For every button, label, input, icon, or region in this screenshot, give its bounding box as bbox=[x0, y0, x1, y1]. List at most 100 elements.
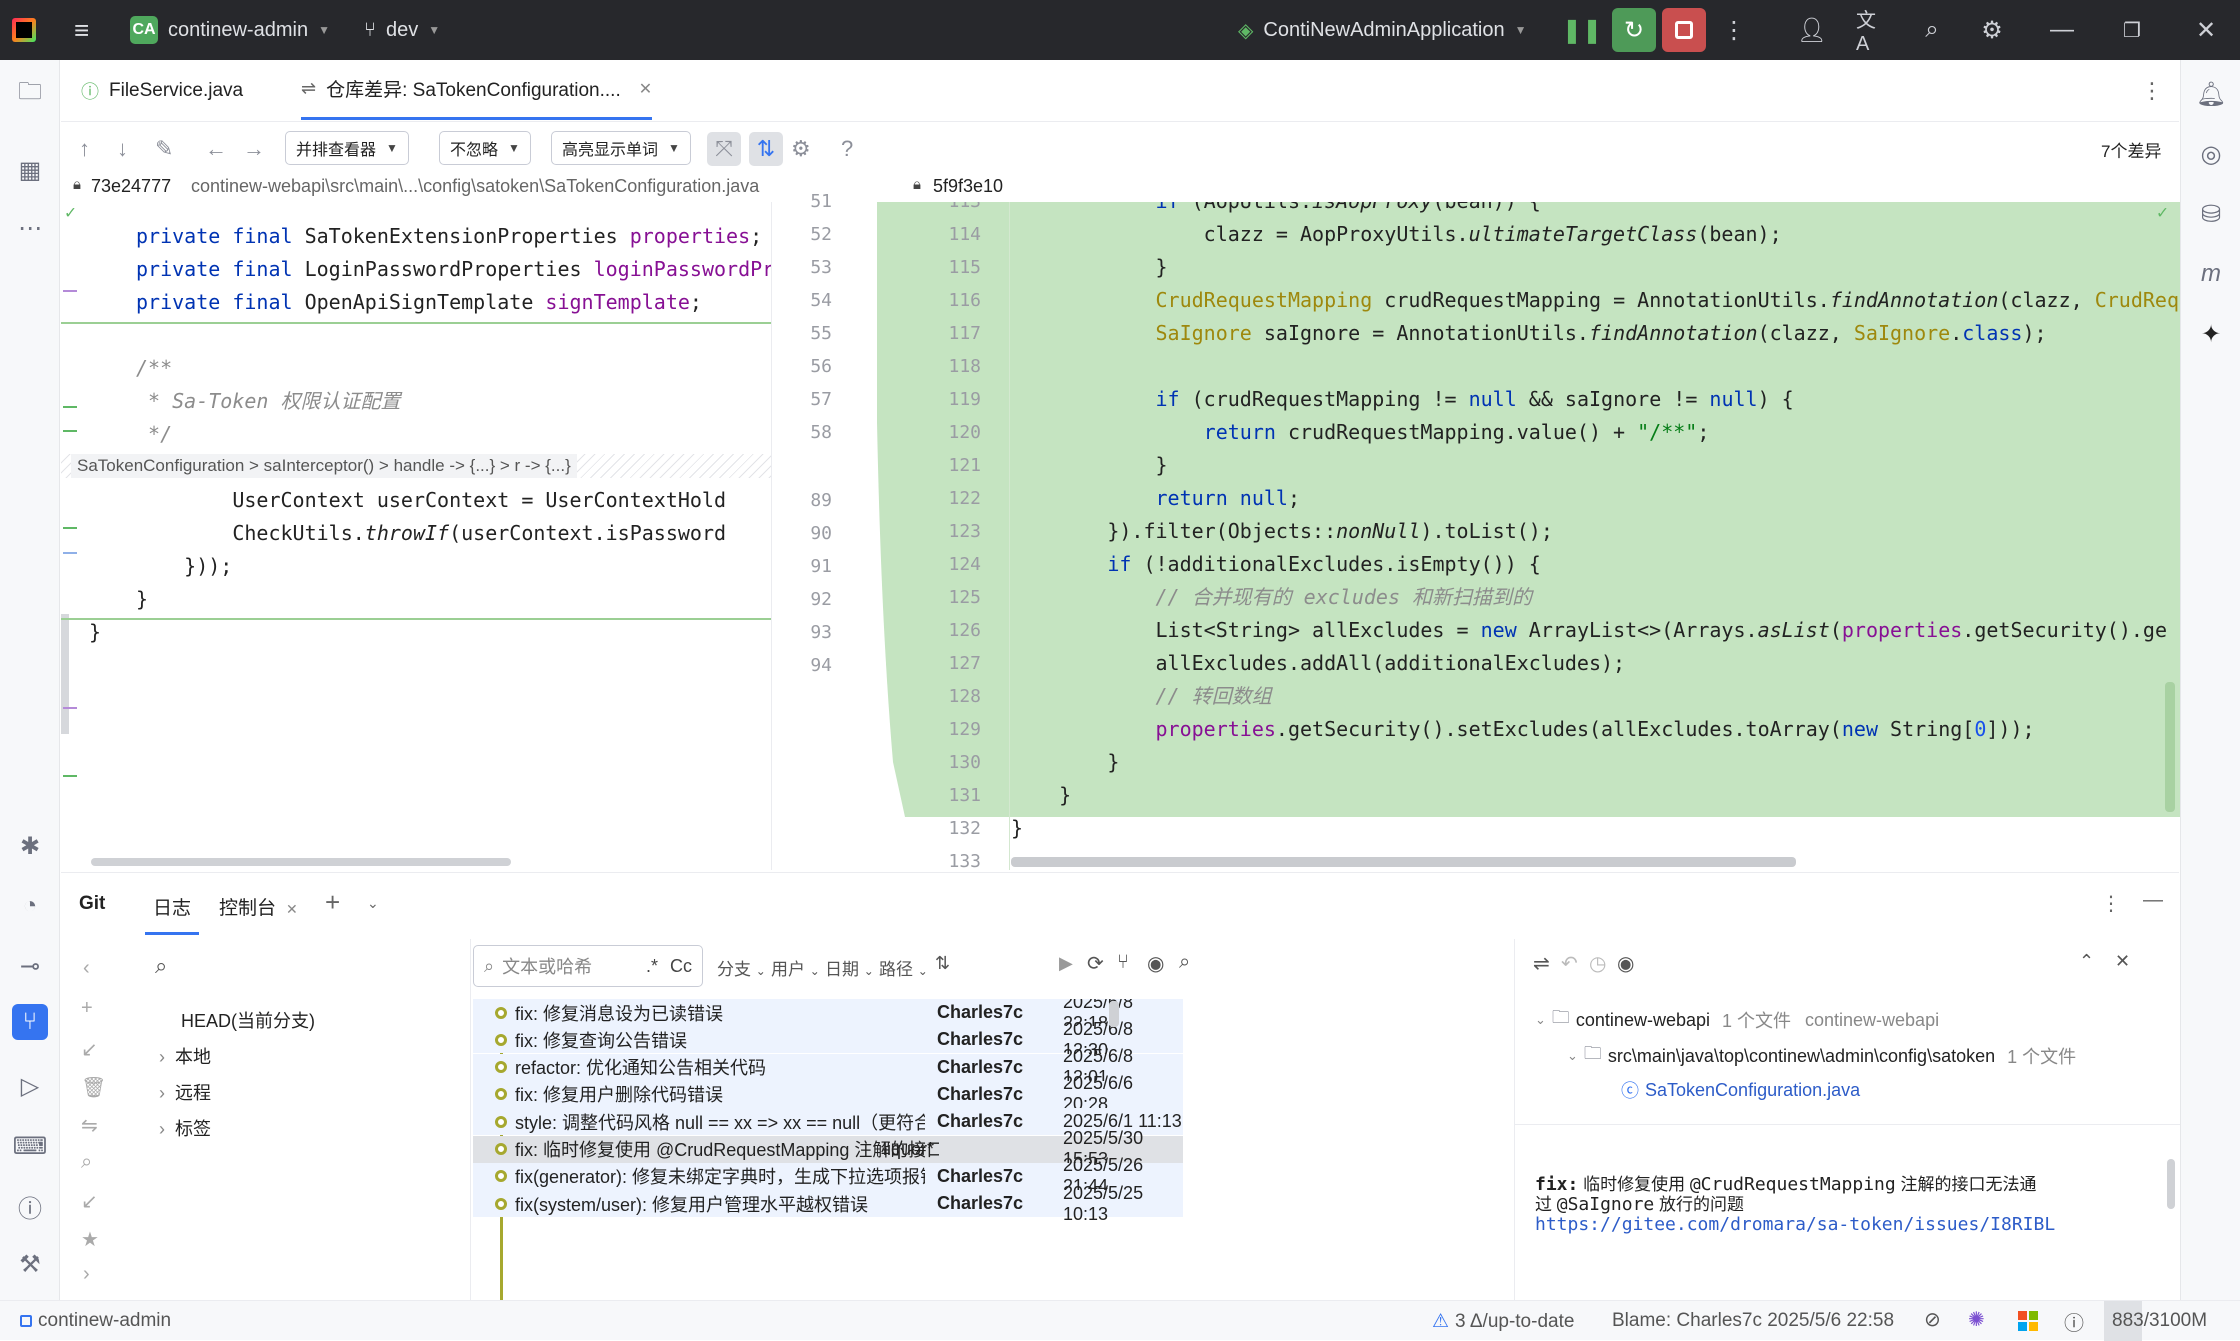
user-icon[interactable]: 👤︎ bbox=[1796, 16, 1828, 44]
run-config-selector[interactable]: ◈ ContiNewAdminApplication ▼ bbox=[1238, 0, 1527, 60]
restore-icon[interactable]: ❐ bbox=[2123, 19, 2141, 42]
sync-scroll-icon[interactable]: ⇅ bbox=[749, 132, 783, 166]
viewer-dropdown[interactable]: 并排查看器▼ bbox=[285, 131, 409, 165]
collapse-left-icon[interactable]: ‹ bbox=[83, 957, 90, 979]
right-code-pane[interactable]: 1131141151161171181191201211221231241251… bbox=[871, 202, 2180, 870]
main-menu-icon[interactable]: ≡ bbox=[74, 14, 90, 45]
highlight-dropdown[interactable]: 高亮显示单词▼ bbox=[551, 131, 691, 165]
branch-selector[interactable]: ⑂ dev ▼ bbox=[364, 0, 440, 60]
tab-log[interactable]: 日志 bbox=[145, 873, 200, 935]
services-icon[interactable]: ◔ bbox=[22, 892, 38, 919]
regex-toggle[interactable]: .* bbox=[646, 955, 659, 976]
filter-branch[interactable]: 分支 ⌄ bbox=[717, 955, 766, 980]
close-tab-icon[interactable]: ✕ bbox=[286, 901, 298, 917]
branch-remote[interactable]: ›远程 bbox=[159, 1079, 211, 1105]
left-h-scrollbar[interactable] bbox=[91, 858, 511, 866]
eye-icon[interactable]: ◉ bbox=[1617, 953, 1635, 975]
diff-settings-icon[interactable]: ⚙ bbox=[791, 136, 811, 161]
close-window-icon[interactable]: ✕ bbox=[2195, 16, 2217, 44]
pause-icon[interactable]: ❚❚ bbox=[1561, 16, 1603, 44]
database-icon[interactable]: ⛁ bbox=[2200, 200, 2222, 228]
filter-user[interactable]: 用户 ⌄ bbox=[771, 955, 820, 980]
cherry-pick-icon[interactable]: ▶ bbox=[1059, 953, 1073, 973]
project-selector[interactable]: CA continew-admin ▼ bbox=[130, 0, 330, 60]
commit-row[interactable]: style: 调整代码风格 null == xx => xx == null（更… bbox=[473, 1108, 1183, 1136]
prev-diff-icon[interactable]: ↑ bbox=[79, 136, 90, 161]
show-diff-icon[interactable]: ⇌ bbox=[1533, 953, 1550, 975]
right-h-scrollbar[interactable] bbox=[1011, 857, 1796, 867]
help-icon[interactable]: ? bbox=[841, 136, 854, 161]
graph-options-icon[interactable]: ⑂ bbox=[1117, 951, 1129, 973]
commit-icon[interactable]: ⊸ bbox=[19, 952, 41, 980]
collapse-unchanged-icon[interactable]: ⤧ bbox=[707, 132, 741, 166]
ignore-dropdown[interactable]: 不忽略▼ bbox=[439, 131, 531, 165]
problems-icon[interactable]: ⓘ bbox=[18, 1195, 42, 1223]
project-folder-icon[interactable]: 🗀︎ bbox=[18, 77, 42, 105]
tab-console[interactable]: 控制台✕ bbox=[219, 893, 298, 920]
more-tools-icon[interactable]: ⋯ bbox=[18, 214, 42, 242]
sort-icon[interactable]: ⇅ bbox=[935, 953, 951, 973]
compare-icon[interactable]: ⇋ bbox=[81, 1115, 98, 1137]
gradle-icon[interactable]: ✦ bbox=[2200, 320, 2222, 348]
update-icon[interactable]: ↙ bbox=[81, 1039, 98, 1061]
issue-link[interactable]: https://gitee.com/dromara/sa-token/issue… bbox=[1535, 1214, 2056, 1235]
chevron-down-icon[interactable]: ⌄ bbox=[367, 895, 379, 911]
status-vcs[interactable]: ⚠ 3 Δ/up-to-date bbox=[1432, 1310, 1574, 1333]
expand-all-icon[interactable]: ⌃ bbox=[2079, 951, 2095, 971]
filter-path[interactable]: 路径 ⌄ bbox=[879, 955, 928, 980]
run-icon[interactable]: ▷ bbox=[20, 1072, 40, 1100]
translate-icon[interactable]: 文A bbox=[1856, 10, 1876, 55]
minimize-icon[interactable]: — bbox=[2050, 16, 2074, 43]
collapse-all-icon[interactable]: ✕ bbox=[2115, 951, 2131, 971]
git-icon[interactable]: ⑂ bbox=[12, 1004, 48, 1040]
tree-file[interactable]: ⓒ SaTokenConfiguration.java bbox=[1621, 1077, 1860, 1103]
tree-folder[interactable]: ⌄ 🗀︎ src\main\java\top\continew\admin\co… bbox=[1567, 1041, 2076, 1071]
branch-head[interactable]: HEAD(当前分支) bbox=[181, 1011, 315, 1031]
windows-icon[interactable] bbox=[2018, 1311, 2038, 1331]
filter-date[interactable]: 日期 ⌄ bbox=[825, 955, 874, 980]
hide-panel-icon[interactable]: — bbox=[2143, 889, 2163, 911]
expand-icon[interactable]: › bbox=[83, 1263, 90, 1285]
ai-assistant-icon[interactable]: ◎ bbox=[2200, 140, 2222, 168]
view-options-icon[interactable]: ◉ bbox=[1147, 953, 1165, 975]
commit-list-scrollbar[interactable] bbox=[1109, 1001, 1119, 1027]
refresh-icon[interactable]: ⟳ bbox=[1087, 953, 1104, 975]
status-project[interactable]: continew-admin bbox=[20, 1310, 171, 1332]
branch-tags[interactable]: ›标签 bbox=[159, 1115, 211, 1141]
status-blame[interactable]: Blame: Charles7c 2025/5/6 22:58 bbox=[1612, 1310, 1895, 1331]
next-diff-icon[interactable]: ↓ bbox=[117, 136, 128, 161]
tab-repo-diff[interactable]: ⇌ 仓库差异: SaTokenConfiguration.... ✕ bbox=[301, 60, 653, 120]
forward-icon[interactable]: → bbox=[243, 136, 265, 161]
favorite-icon[interactable]: ★ bbox=[81, 1229, 99, 1251]
back-icon[interactable]: ← bbox=[205, 136, 227, 161]
no-inspection-icon[interactable]: ⊘ bbox=[1924, 1309, 1941, 1331]
add-tab-icon[interactable]: + bbox=[325, 887, 341, 917]
history-icon[interactable]: ◷ bbox=[1589, 953, 1607, 975]
terminal-icon[interactable]: ⌨ bbox=[12, 1132, 48, 1160]
build-icon[interactable]: ⚒ bbox=[19, 1250, 41, 1278]
tree-module[interactable]: ⌄ 🗀︎ continew-webapi 1 个文件 continew-weba… bbox=[1535, 1005, 1939, 1035]
settings-icon[interactable]: ⚙ bbox=[1981, 16, 2003, 44]
maven-icon[interactable]: m bbox=[2201, 260, 2221, 287]
delete-icon[interactable]: 🗑︎ bbox=[81, 1077, 107, 1099]
rerun-icon[interactable]: ↻ bbox=[1612, 8, 1656, 52]
structure-icon[interactable]: ▦ bbox=[18, 156, 42, 184]
ai-icon[interactable]: ✺ bbox=[1968, 1309, 1985, 1331]
debug-icon[interactable]: ✱ bbox=[19, 832, 41, 860]
breadcrumb[interactable]: SaTokenConfiguration > saInterceptor() >… bbox=[71, 454, 577, 478]
commit-row[interactable]: fix(generator): 修复未绑定字典时，生成下拉选项报错的问题Char… bbox=[473, 1155, 1183, 1196]
search-icon[interactable]: ⌕ bbox=[1925, 16, 1939, 43]
fetch-icon[interactable]: ↙ bbox=[81, 1191, 98, 1213]
tab-file-service[interactable]: ⓘ FileService.java bbox=[81, 60, 243, 122]
intellij-logo[interactable] bbox=[12, 0, 36, 60]
tab-options-icon[interactable]: ⋮ bbox=[2141, 78, 2163, 103]
commit-row[interactable]: fix: 临时修复使用 @CrudRequestMapping 注解的接口无法通… bbox=[473, 1128, 1183, 1169]
edit-icon[interactable]: ✎ bbox=[155, 136, 174, 161]
left-code-pane[interactable]: ✓ private final SaTokenExtensionProperti… bbox=[61, 202, 771, 870]
memory-indicator[interactable]: 883/3100M bbox=[2104, 1301, 2240, 1341]
search-icon[interactable]: ⌕ bbox=[1179, 951, 1191, 973]
tab-git[interactable]: Git bbox=[79, 893, 106, 914]
